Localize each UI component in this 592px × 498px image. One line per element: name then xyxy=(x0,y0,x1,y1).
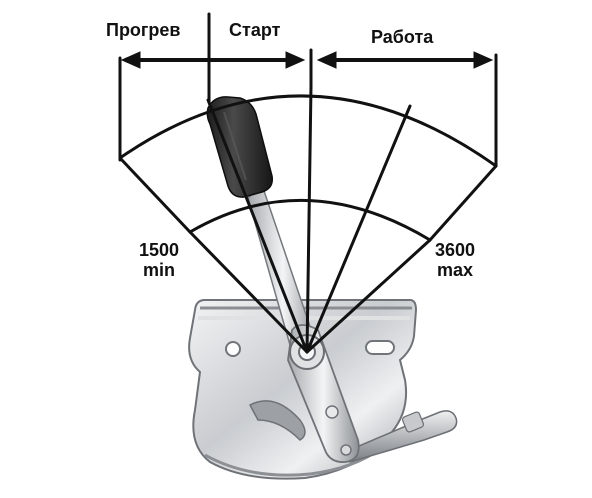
lever-handle xyxy=(206,96,274,198)
mount-slot-right xyxy=(365,340,395,355)
speed-sector-overlay xyxy=(118,12,498,354)
label-max-rpm: 3600 max xyxy=(423,240,487,280)
outer-arc xyxy=(118,94,498,168)
ray-min xyxy=(188,230,309,354)
edge-left xyxy=(118,156,192,234)
ray-start xyxy=(305,84,313,354)
arrow-progrev-start-head-left xyxy=(120,51,141,69)
ray-progrev xyxy=(206,98,309,354)
ray-max xyxy=(305,238,432,354)
inner-arc xyxy=(188,198,432,242)
throttle-rod xyxy=(336,410,458,463)
min-rpm-value: 1500 xyxy=(138,240,180,260)
max-rpm-text: max xyxy=(436,260,474,280)
max-rpm-value: 3600 xyxy=(434,240,476,260)
edge-right xyxy=(428,164,498,242)
label-progrev: Прогрев xyxy=(106,20,181,40)
arrow-rabota-head-left xyxy=(316,51,337,69)
ray-mid-work xyxy=(305,104,412,354)
label-rabota: Работа xyxy=(371,27,434,47)
arrow-rabota-head-right xyxy=(473,51,494,69)
label-start: Старт xyxy=(229,20,281,40)
arrow-progrev-start-head-right xyxy=(285,51,306,69)
min-rpm-text: min xyxy=(142,260,175,280)
mount-hole-left xyxy=(225,341,241,357)
label-min-rpm: 1500 min xyxy=(127,240,191,280)
